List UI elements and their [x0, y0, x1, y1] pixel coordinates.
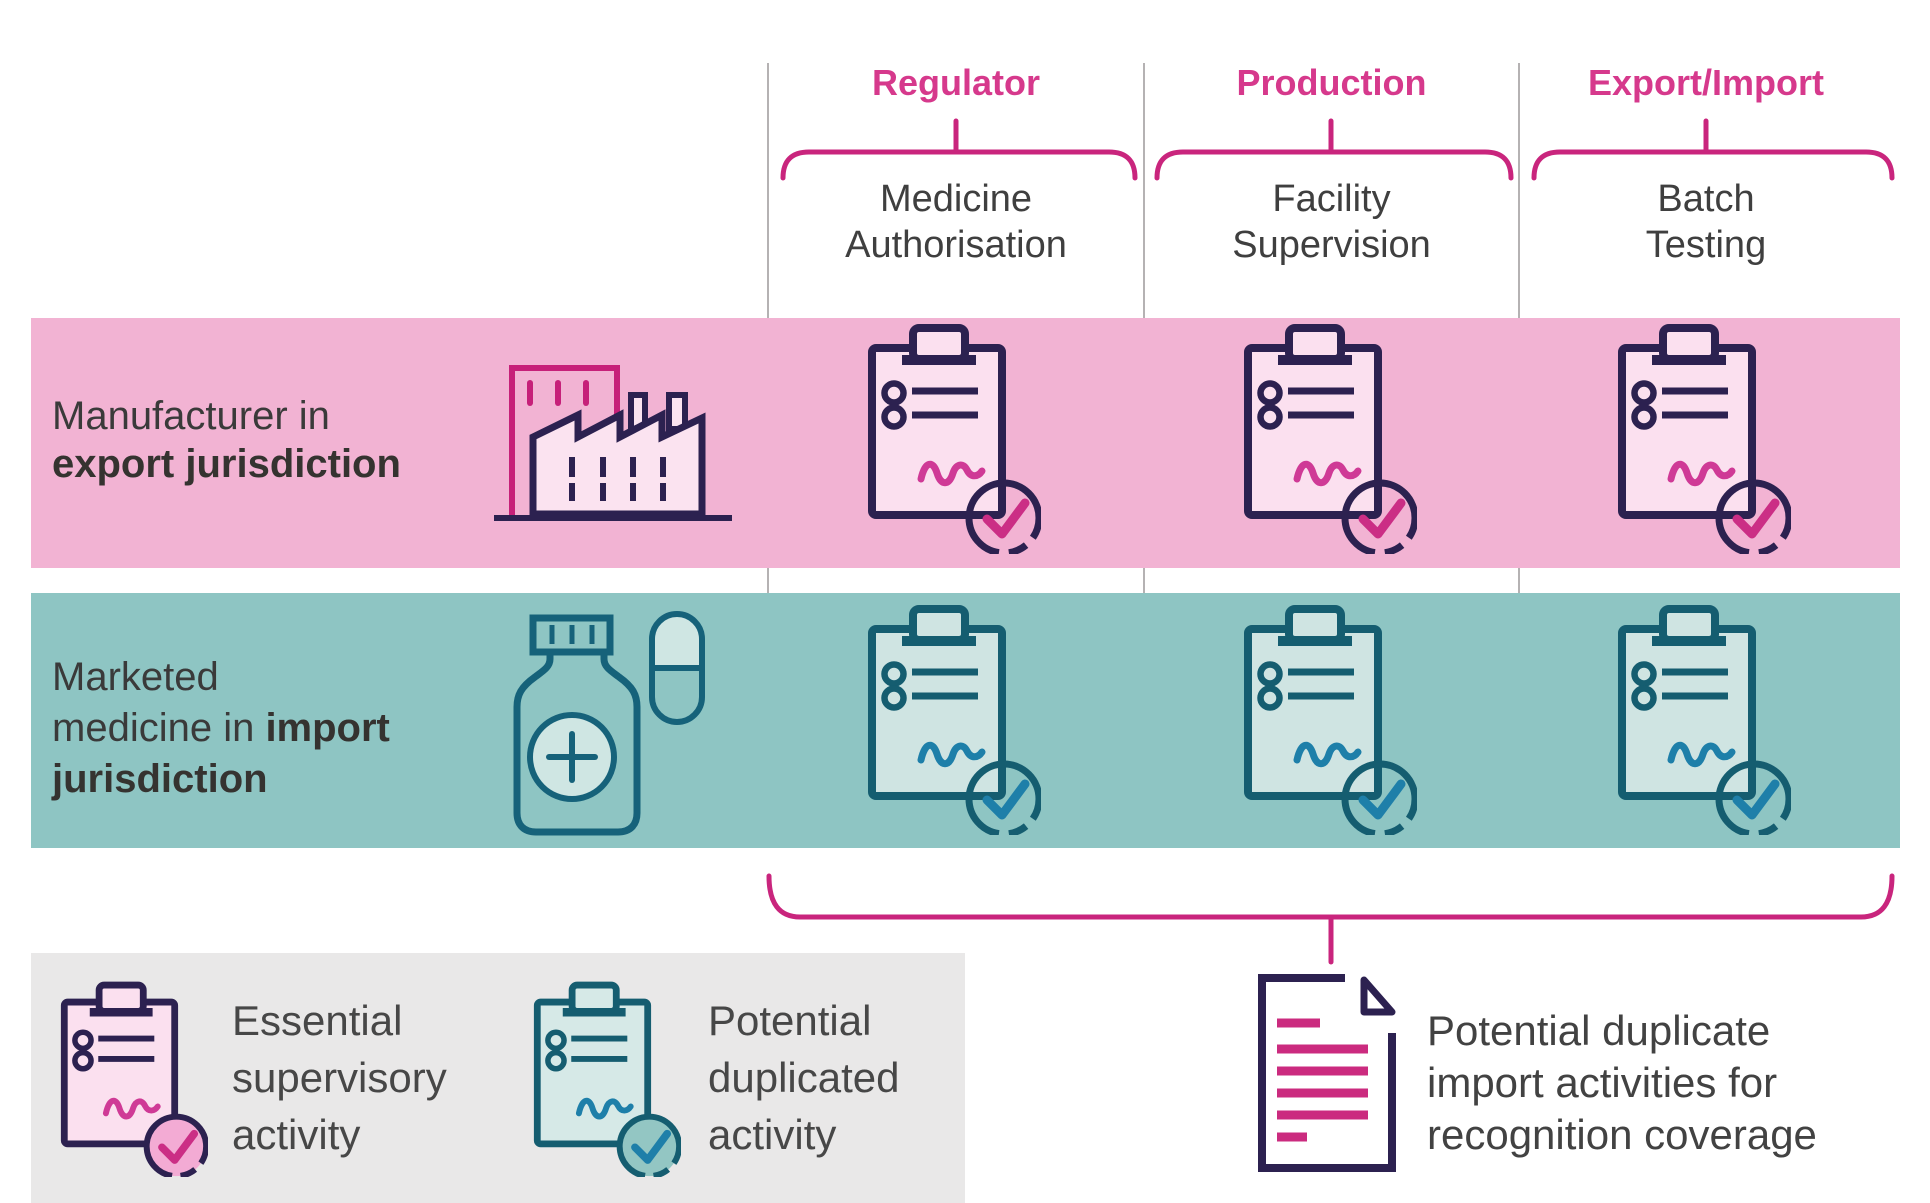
footnote-duplicate-import-activities: Potential duplicate import activities fo…: [1427, 1005, 1817, 1161]
legend-line: activity: [708, 1111, 837, 1158]
legend-line: Essential: [232, 997, 403, 1044]
row-label-line: medicine in import: [52, 706, 390, 750]
factory-icon: [494, 365, 732, 521]
row-label-line: Manufacturer in: [52, 394, 330, 438]
row-label-line: export jurisdiction: [52, 442, 401, 486]
footnote-line: recognition coverage: [1427, 1111, 1817, 1158]
sublabel-line: Authorisation: [845, 224, 1067, 266]
column-header-regulator: Regulator: [871, 62, 1040, 103]
footnote-line: Potential duplicate: [1427, 1007, 1771, 1054]
column-sublabel-batch-testing: Batch Testing: [1519, 176, 1893, 268]
column-sublabel-facility-supervision: Facility Supervision: [1144, 176, 1519, 268]
row-label-line: Marketed: [52, 655, 219, 699]
footnote-line: import activities for: [1427, 1059, 1778, 1106]
pill-capsule-icon: [649, 611, 705, 725]
legend-line: duplicated: [708, 1054, 900, 1101]
sublabel-line: Facility: [1272, 178, 1391, 220]
column-braces: [780, 118, 1895, 181]
sublabel-line: Medicine: [879, 178, 1033, 220]
bottom-brace: [766, 873, 1895, 965]
column-header-export-import: Export/Import: [1587, 62, 1824, 103]
legend-label-essential-supervisory: Essential supervisory activity: [232, 992, 447, 1163]
row-label-manufacturer-export: Manufacturer in export jurisdiction: [52, 392, 401, 488]
sublabel-line: Batch: [1657, 178, 1755, 220]
row-label-line: jurisdiction: [52, 757, 268, 801]
legend-line: Potential: [708, 997, 872, 1044]
legend-label-potential-duplicated: Potential duplicated activity: [708, 992, 899, 1163]
sublabel-line: Testing: [1645, 224, 1767, 266]
document-lines-icon: [1258, 974, 1396, 1172]
medicine-bottle-icon: [513, 611, 705, 836]
legend-line: activity: [232, 1111, 361, 1158]
column-header-production: Production: [1236, 62, 1427, 103]
column-sublabel-medicine-authorisation: Medicine Authorisation: [768, 176, 1144, 268]
sublabel-line: Supervision: [1232, 224, 1431, 266]
legend-line: supervisory: [232, 1054, 447, 1101]
row-label-marketed-import: Marketed medicine in import jurisdiction: [52, 652, 390, 805]
